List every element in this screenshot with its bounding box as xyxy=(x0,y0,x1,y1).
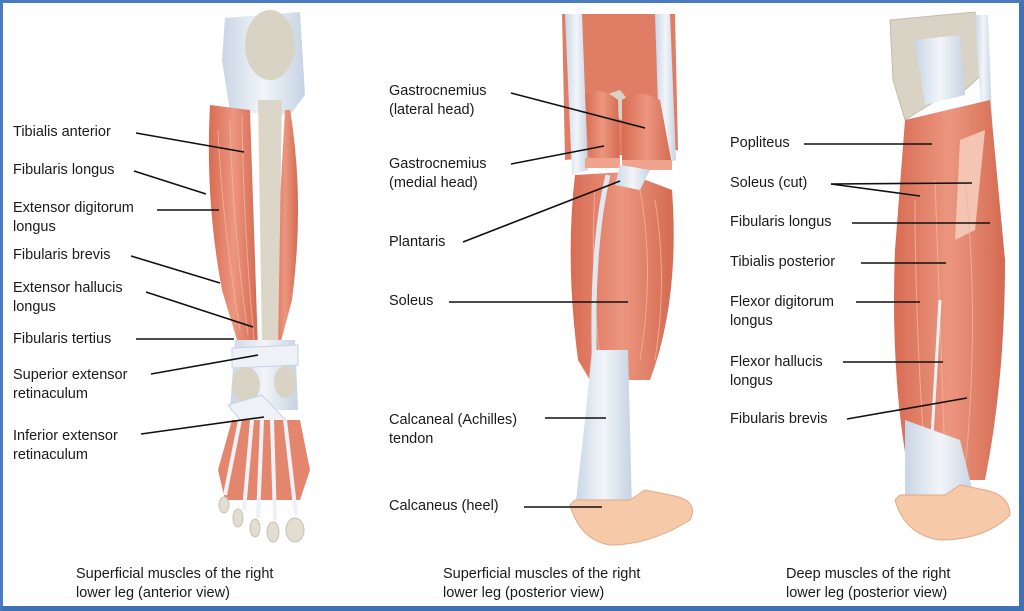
caption-posterior-deep-view: Deep muscles of the right lower leg (pos… xyxy=(786,566,951,601)
label-fibularis-brevis-deep: Fibularis brevis xyxy=(730,411,828,427)
label-soleus: Soleus xyxy=(389,293,434,309)
label-plantaris: Plantaris xyxy=(389,234,446,250)
label-popliteus: Popliteus xyxy=(730,135,790,151)
label-calcaneal-achilles-tendon: Calcaneal (Achilles) tendon xyxy=(389,412,518,447)
label-fibularis-longus: Fibularis longus xyxy=(13,162,115,178)
label-superior-extensor-retinaculum: Superior extensor retinaculum xyxy=(13,367,128,402)
anterior-leg-illustration xyxy=(208,10,310,543)
posterior-superficial-leg-illustration xyxy=(562,14,693,546)
patella-bone xyxy=(245,10,295,80)
caption-anterior-view: Superficial muscles of the right lower l… xyxy=(76,566,274,601)
label-inferior-extensor-retinaculum: Inferior extensor retinaculum xyxy=(13,428,118,463)
label-tibialis-anterior: Tibialis anterior xyxy=(13,124,111,140)
label-extensor-hallucis-longus: Extensor hallucis longus xyxy=(13,280,123,315)
label-extensor-digitorum-longus: Extensor digitorum longus xyxy=(13,200,134,235)
label-tibialis-posterior: Tibialis posterior xyxy=(730,254,836,270)
label-fibularis-tertius: Fibularis tertius xyxy=(13,331,112,347)
label-flexor-hallucis-longus: Flexor hallucis longus xyxy=(730,354,823,389)
label-gastrocnemius-medial-head: Gastrocnemius (medial head) xyxy=(389,156,487,191)
label-gastrocnemius-lateral-head: Gastrocnemius (lateral head) xyxy=(389,83,487,118)
posterior-deep-leg-illustration xyxy=(889,11,1011,541)
label-flexor-digitorum-longus: Flexor digitorum longus xyxy=(730,294,834,329)
leader-lines xyxy=(130,92,990,508)
caption-posterior-superficial-view: Superficial muscles of the right lower l… xyxy=(443,566,641,601)
label-fibularis-brevis: Fibularis brevis xyxy=(13,247,111,263)
label-fibularis-longus-deep: Fibularis longus xyxy=(730,214,832,230)
label-calcaneus-heel: Calcaneus (heel) xyxy=(389,498,499,514)
label-soleus-cut: Soleus (cut) xyxy=(730,175,808,191)
